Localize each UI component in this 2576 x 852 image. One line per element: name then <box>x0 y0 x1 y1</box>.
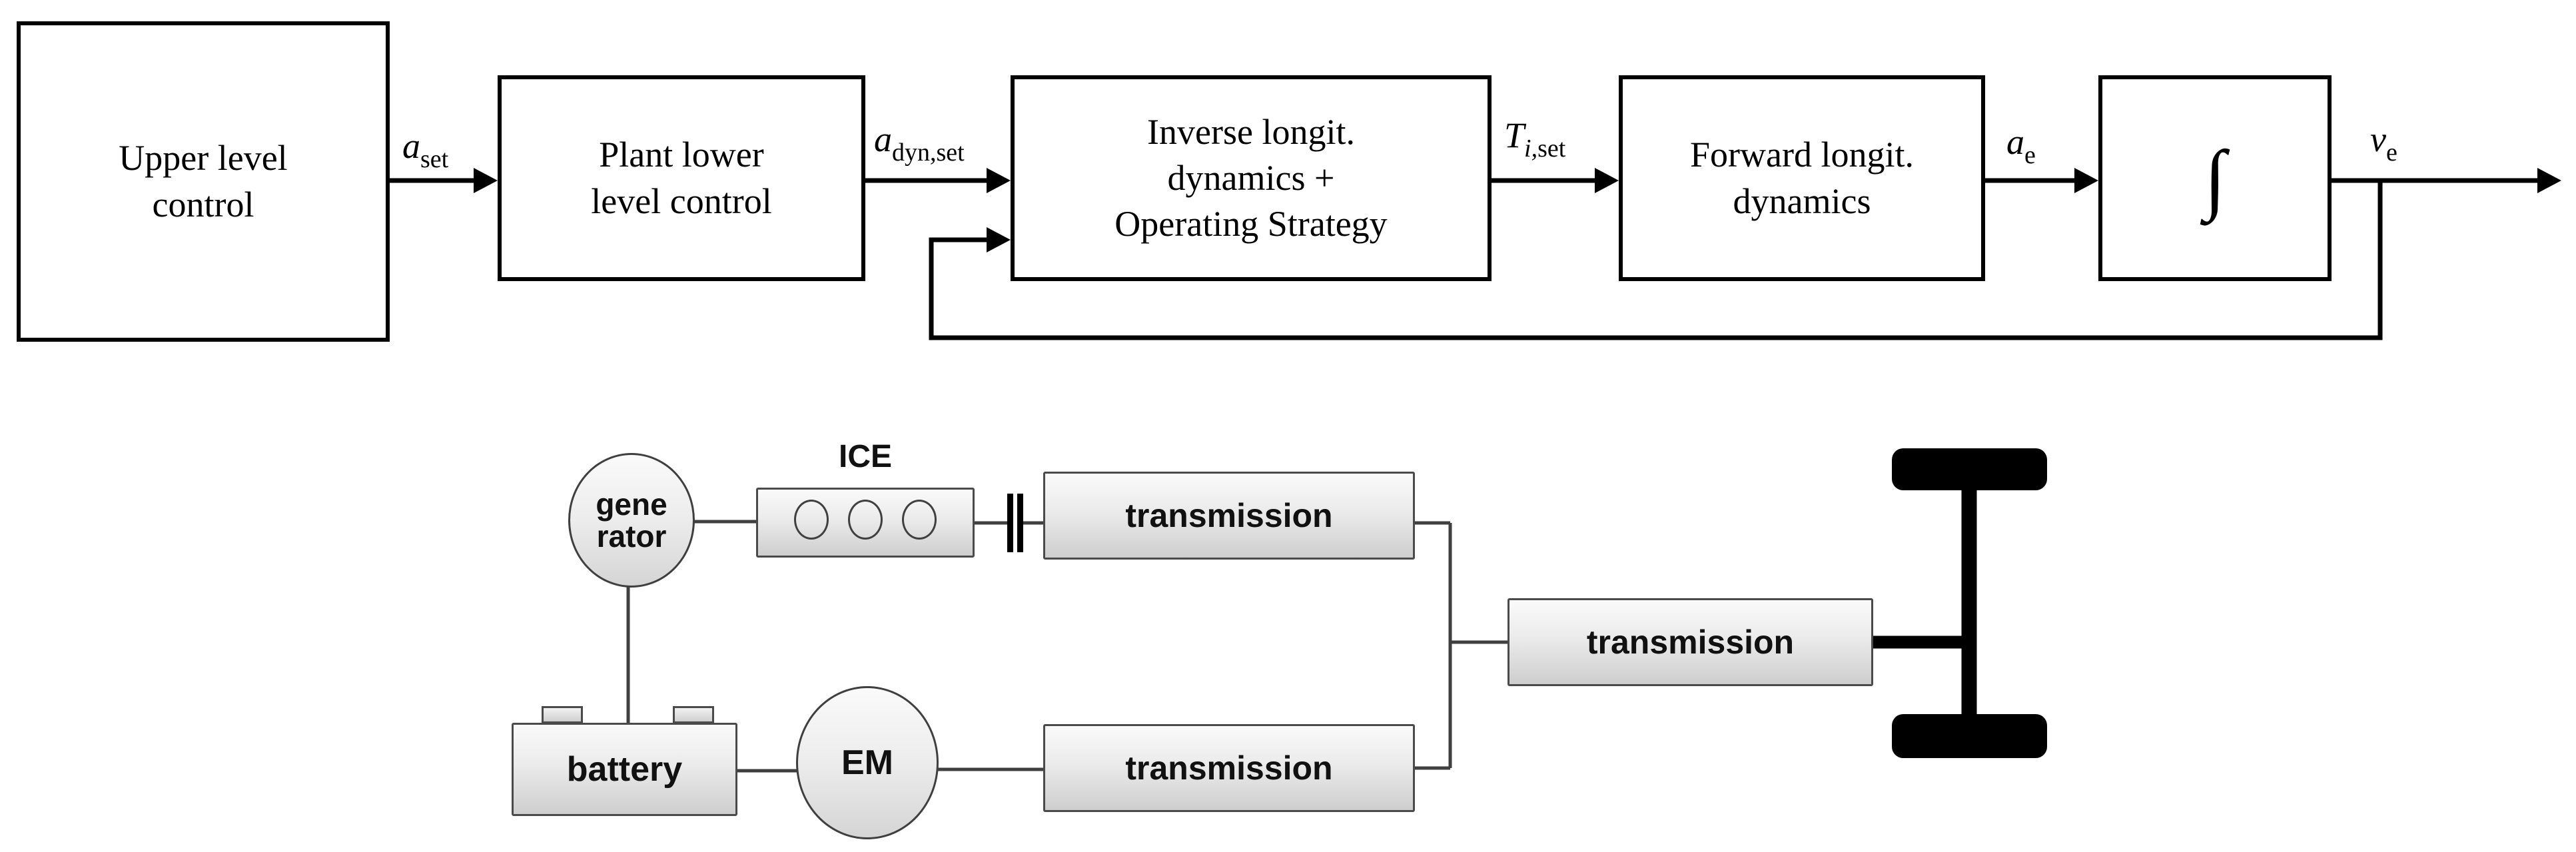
battery-box: battery <box>512 723 737 816</box>
transmission-top-box: transmission <box>1043 472 1415 560</box>
signal-label-a-e: ae <box>2006 122 2036 169</box>
block-label-line: control <box>152 184 254 224</box>
block-label-line: Upper level <box>119 138 288 179</box>
arrowhead-t-i-set <box>1595 168 1619 193</box>
block-forward-dynamics: Forward longit. dynamics <box>1619 75 1985 281</box>
block-plant-lower-level-control: Plant lower level control <box>498 75 865 281</box>
battery-terminal-icon <box>542 706 583 723</box>
block-upper-level-control: Upper level control <box>17 21 390 342</box>
wheel-top <box>1892 448 2047 490</box>
block-label-line: dynamics + <box>1167 157 1335 198</box>
signal-label-v-e: ve <box>2370 119 2397 167</box>
transmission-label: transmission <box>1586 624 1795 661</box>
block-label-line: level control <box>591 181 772 221</box>
em-label: EM <box>841 743 893 782</box>
transmission-rear-box: transmission <box>1507 598 1873 686</box>
signal-label-a-set: aset <box>402 126 449 173</box>
block-label-line: dynamics <box>1733 181 1871 221</box>
block-label-line: Forward longit. <box>1690 135 1914 175</box>
arrowhead-a-e <box>2074 168 2098 193</box>
clutch-bar-icon <box>1007 494 1013 552</box>
generator-label-line: rator <box>596 519 667 554</box>
integrator-symbol: ∫ <box>2204 134 2226 222</box>
block-label-line: Operating Strategy <box>1114 204 1388 244</box>
transmission-label: transmission <box>1125 749 1333 787</box>
ice-cylinder-icon <box>794 500 829 540</box>
block-label-line: Plant lower <box>599 135 764 175</box>
ice-cylinder-icon <box>902 500 937 540</box>
generator-node: gene rator <box>568 453 695 588</box>
ice-cylinder-icon <box>848 500 883 540</box>
ice-label: ICE <box>838 439 892 474</box>
wire-feedback-loop <box>929 181 2383 340</box>
transmission-label: transmission <box>1125 497 1333 534</box>
arrowhead-feedback <box>987 227 1011 252</box>
transmission-bottom-box: transmission <box>1043 724 1415 812</box>
battery-terminal-icon <box>673 706 714 723</box>
arrowhead-a-set <box>474 168 498 193</box>
signal-label-a-dyn-set: adyn,set <box>874 119 965 167</box>
signal-label-t-i-set: Ti,set <box>1504 115 1566 163</box>
wheel-bottom <box>1892 714 2047 758</box>
generator-label-line: gene <box>596 486 667 522</box>
arrowhead-a-dyn-set <box>987 168 1011 193</box>
electric-motor-node: EM <box>796 686 939 839</box>
arrowhead-v-e-output <box>2537 168 2561 193</box>
battery-label: battery <box>566 750 683 789</box>
clutch-bar-icon <box>1017 494 1023 552</box>
block-integrator: ∫ <box>2098 75 2332 281</box>
block-inverse-dynamics-operating-strategy: Inverse longit. dynamics + Operating Str… <box>1011 75 1492 281</box>
block-label-line: Inverse longit. <box>1147 111 1355 152</box>
